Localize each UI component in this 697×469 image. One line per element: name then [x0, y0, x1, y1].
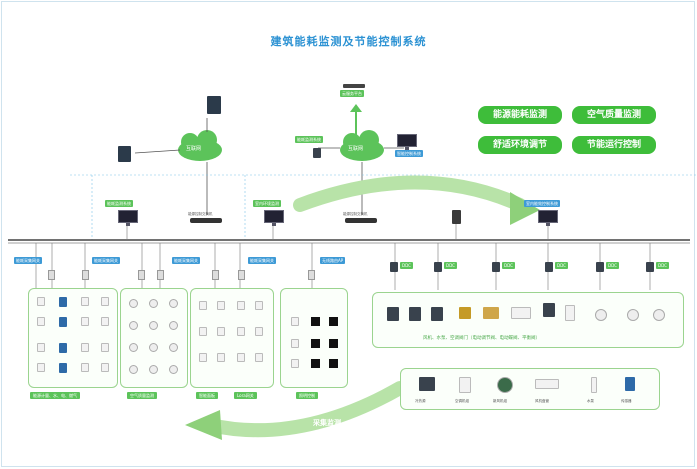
monitor-control-icon: [538, 210, 558, 226]
ddc-icon: [596, 262, 604, 272]
gateway-label-3: 能耗采集网关: [172, 257, 200, 264]
equipment-label: 风机盘管: [535, 399, 549, 403]
manager-server-icon: [118, 146, 131, 162]
gateway-label-1: 能耗采集网关: [14, 257, 42, 264]
panel-air-quality: [120, 288, 188, 388]
monitor-energy-icon: [118, 210, 138, 226]
gateway-label-ap: 无线路由AP: [320, 257, 346, 264]
equipment-label: 冷热源: [415, 399, 426, 403]
switch-1-label: 能源控制交换机: [188, 212, 213, 216]
diagram-title: 建筑能耗监测及节能控制系统: [270, 35, 427, 48]
equipment-label: 新风机组: [493, 399, 507, 403]
gateway-device-icon: [48, 270, 55, 280]
monitor-energy-label: 能耗监测系统: [105, 200, 133, 207]
ddc-label: DDC: [555, 262, 568, 269]
cloud-left-label: 互联网: [186, 146, 202, 152]
cloud-right-label: 互联网: [348, 146, 364, 152]
panel-lighting: [280, 288, 348, 388]
equipment-label: 水泵: [587, 399, 594, 403]
collect-monitor-label: 采集监测: [313, 419, 341, 427]
controller-icon: [452, 210, 461, 224]
monitor-indoor-label: 室内环境监测: [253, 200, 281, 207]
gateway-device-icon: [238, 270, 245, 280]
badge-energy-control: 节能运行控制: [572, 136, 656, 154]
ddc-label: DDC: [400, 262, 413, 269]
category-energy-label: 能源计量、水、电、燃气: [30, 392, 80, 399]
platform-label: 云服务平台: [340, 90, 364, 97]
ddc-icon: [390, 262, 398, 272]
ddc-label: DDC: [444, 262, 457, 269]
gateway-label-4: 能耗采集网关: [248, 257, 276, 264]
badge-energy-monitoring: 能源能耗监测: [478, 106, 562, 124]
monitor-indoor-icon: [264, 210, 284, 226]
cloud-right-icon: [340, 130, 384, 161]
ddc-label: DDC: [656, 262, 669, 269]
category-lighting-label: 照明控制: [296, 392, 318, 399]
optimize-control-label: 优化控制: [395, 193, 423, 201]
category-panel-label: 智能面板: [196, 392, 218, 399]
gateway-device-icon: [138, 270, 145, 280]
monitor-control-label: 室内能效控制系统: [524, 200, 560, 207]
ddc-icon: [434, 262, 442, 272]
server-icon: [207, 96, 221, 114]
laptop-label: 智能控制系统: [395, 150, 423, 157]
gateway-device-icon: [82, 270, 89, 280]
ddc-icon: [492, 262, 500, 272]
panel-smart-panels: [190, 288, 274, 388]
ap-device-icon: [308, 270, 315, 280]
gateway-label-2: 能耗采集网关: [92, 257, 120, 264]
panel-hvac-equipment: 冷热源 空调机组 新风机组 风机盘管 水泵 传感器: [400, 368, 660, 410]
category-lora-label: Lora网关: [234, 392, 257, 399]
badge-comfort: 舒适环境调节: [478, 136, 562, 154]
laptop-icon: [397, 134, 417, 150]
ddc-label: DDC: [606, 262, 619, 269]
category-air-label: 空气质量监测: [127, 392, 157, 399]
hvac-caption: 风机、水泵、空调阀门（电动调节阀、电动蝶阀、平衡阀）: [423, 336, 540, 341]
equipment-label: 传感器: [621, 399, 632, 403]
panel-hvac-devices: 风机、水泵、空调阀门（电动调节阀、电动蝶阀、平衡阀）: [372, 292, 684, 348]
phone-icon: [313, 148, 321, 158]
switch-2-label: 能源控制交换机: [343, 212, 368, 216]
mobile-label: 能耗监测系统: [295, 136, 323, 143]
panel-energy-meters: [28, 288, 118, 388]
gateway-device-icon: [157, 270, 164, 280]
switch-1-icon: [190, 218, 222, 223]
gateway-device-icon: [212, 270, 219, 280]
ddc-label: DDC: [502, 262, 515, 269]
platform-server-icon: [343, 84, 365, 88]
equipment-label: 空调机组: [455, 399, 469, 403]
ddc-icon: [545, 262, 553, 272]
badge-air-quality: 空气质量监测: [572, 106, 656, 124]
switch-2-icon: [345, 218, 377, 223]
cloud-left-icon: [178, 130, 222, 161]
ddc-icon: [646, 262, 654, 272]
